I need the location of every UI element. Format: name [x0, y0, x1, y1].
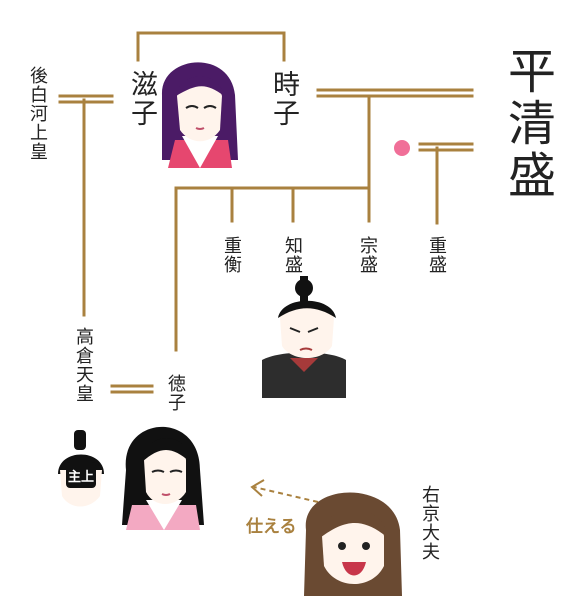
serves-arrow: [250, 479, 319, 503]
takakura-portrait: [58, 430, 104, 507]
emperor-hat-text: 主上: [68, 469, 94, 485]
marriage-line-tokiko-kiyomori: [316, 88, 474, 98]
ukyo-label: 右京大夫: [419, 485, 440, 561]
tomomori-label: 知盛: [282, 236, 303, 274]
takakura-label: 高倉天皇: [73, 327, 94, 403]
munemori-label: 宗盛: [357, 236, 378, 274]
tokuko-portrait: [122, 426, 204, 530]
marriage-line-other-wife: [418, 142, 474, 152]
goshirakawa-label: 後白河上皇: [27, 66, 48, 161]
kiyomori-label: 平清盛: [499, 46, 555, 202]
marriage-line-takakura-tokuko: [110, 384, 154, 394]
ukyo-portrait: [304, 492, 402, 596]
tokuko-label: 徳子: [165, 374, 186, 412]
marriage-line-goshirakawa-shigeko: [58, 94, 114, 104]
shigemori-label: 重盛: [426, 236, 447, 274]
other-wife-dot: [394, 140, 410, 156]
shigehira-label: 重衡: [221, 236, 242, 274]
serves-label: 仕える: [246, 517, 297, 537]
tokiko-label: 時子: [268, 70, 299, 128]
shigeko-portrait: [161, 62, 238, 168]
sibling-bracket-line: [136, 31, 286, 62]
tomomori-portrait: [262, 276, 346, 398]
shigeko-label: 滋子: [126, 70, 157, 128]
